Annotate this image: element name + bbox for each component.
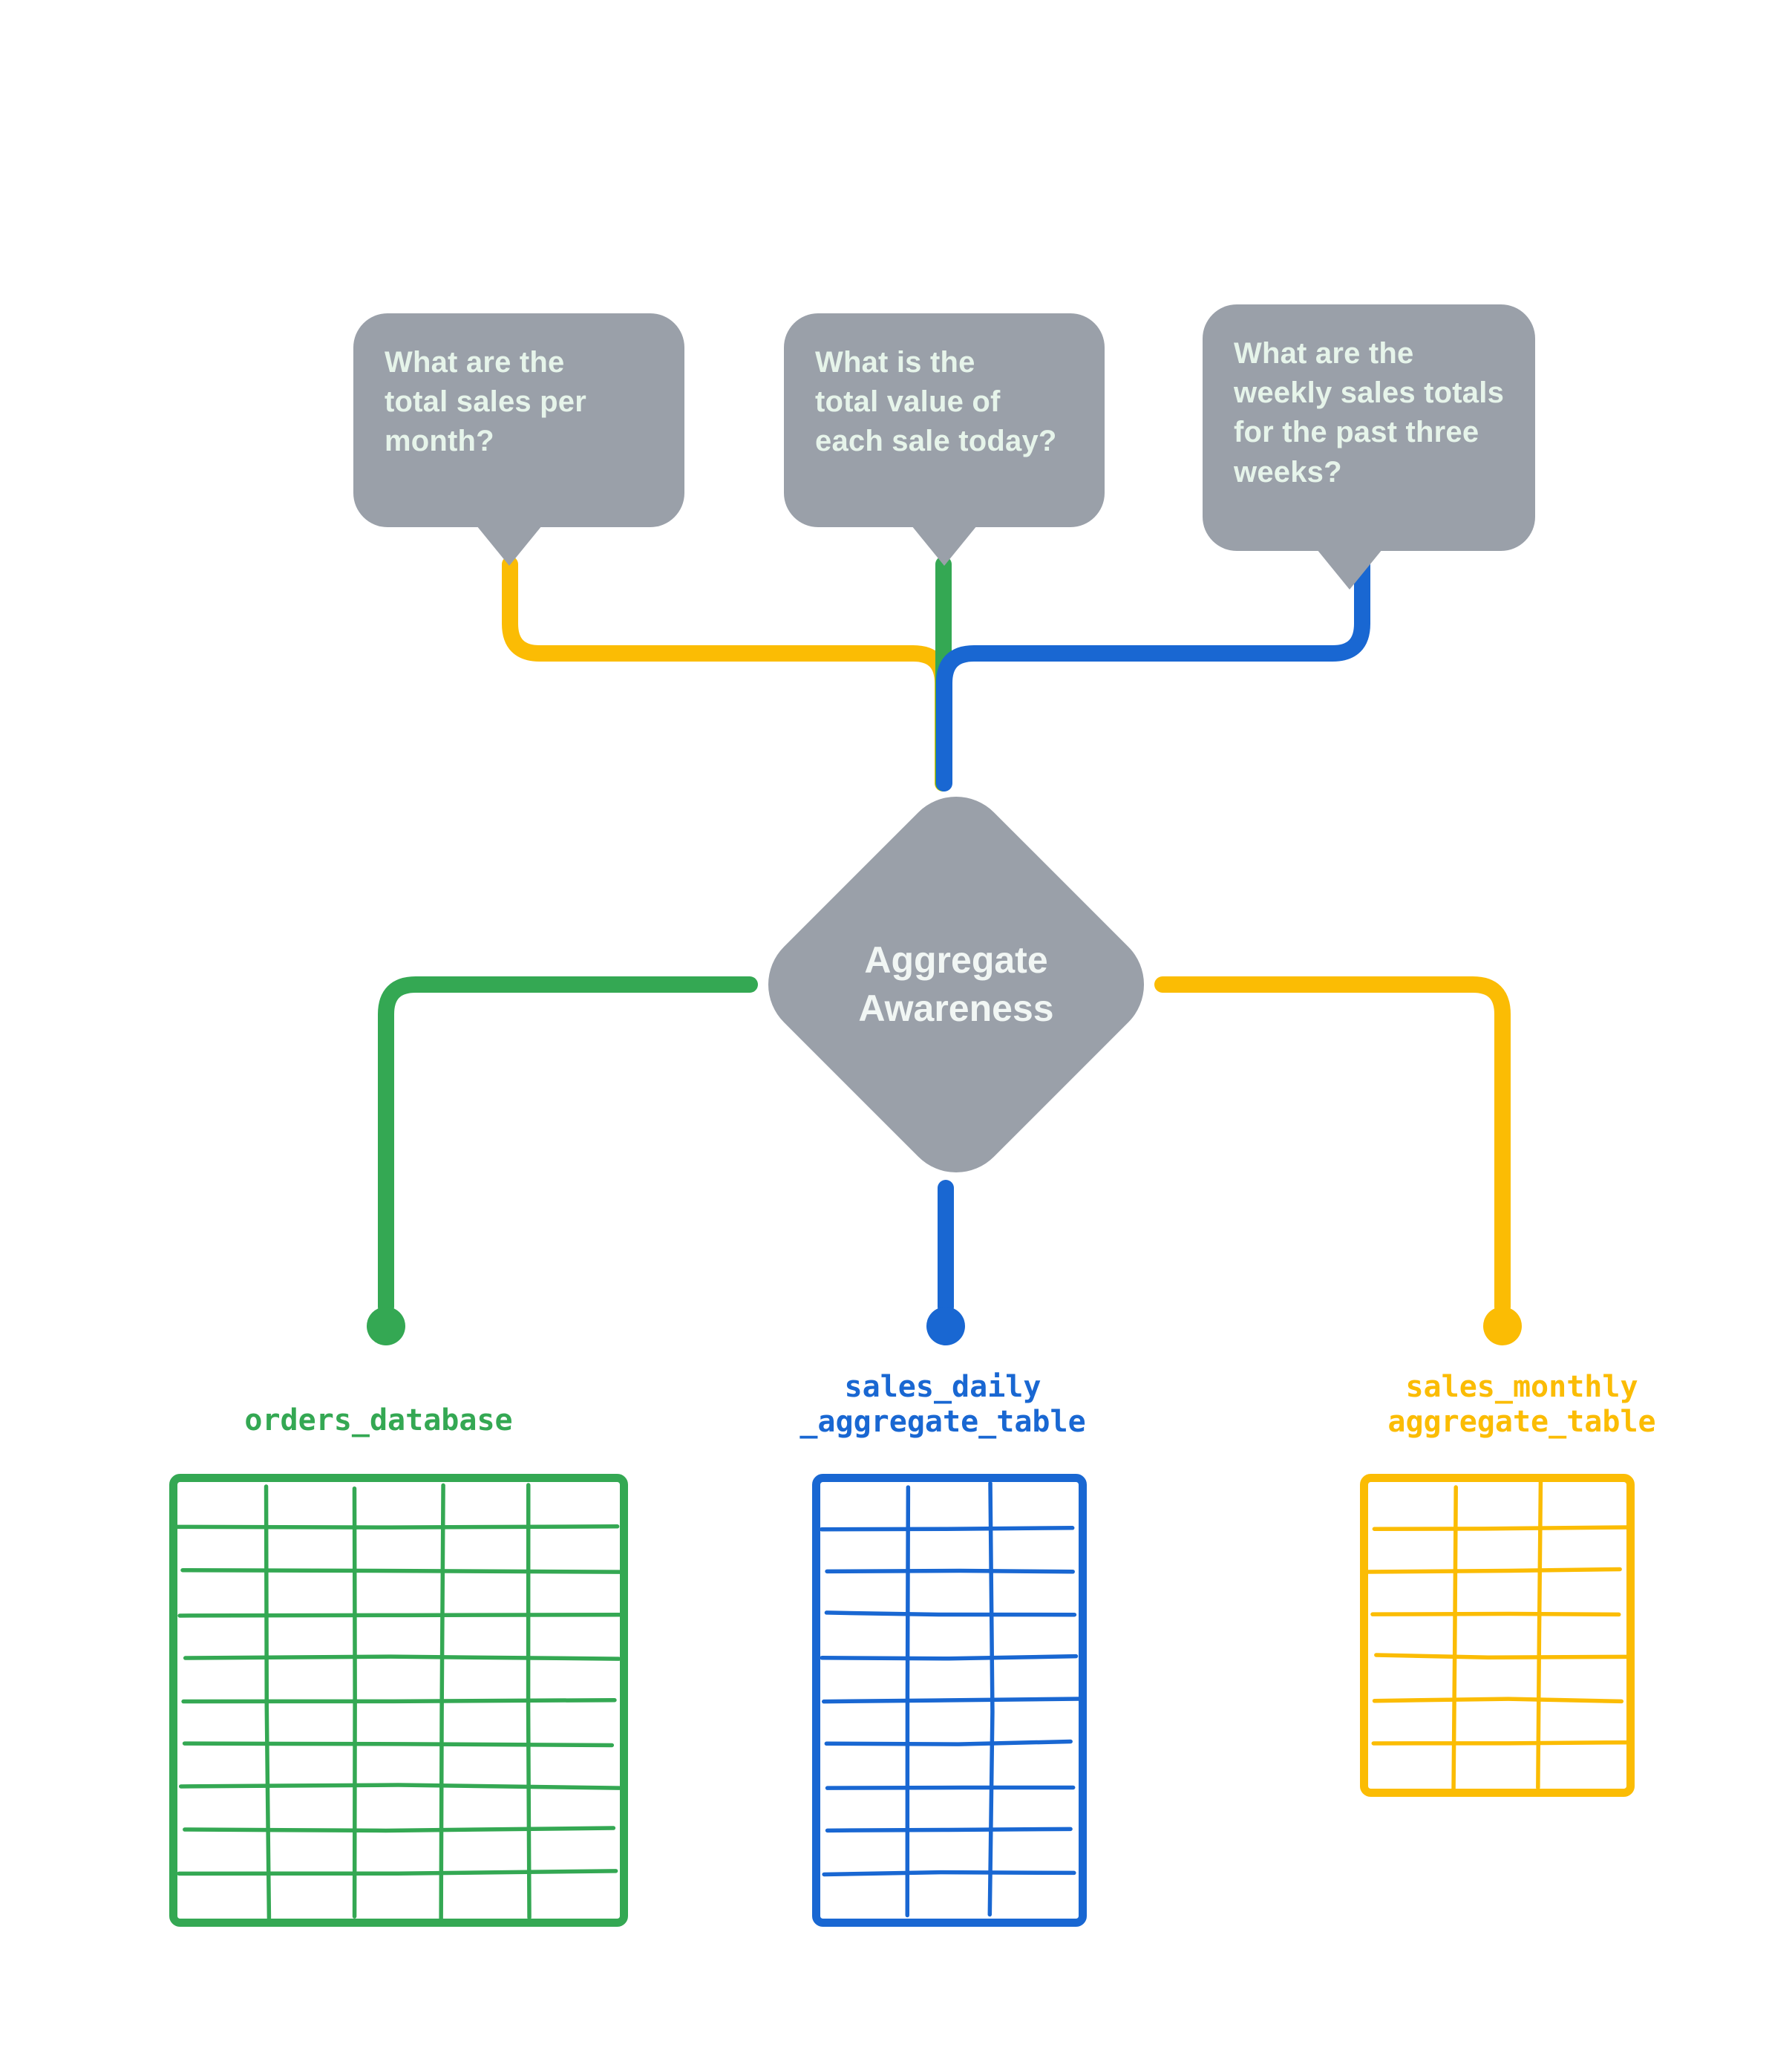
table-row-divider xyxy=(824,1610,1077,1617)
aggregate-awareness-node[interactable]: Aggregate Awareness xyxy=(744,772,1168,1197)
table-outer-border xyxy=(169,1474,628,1927)
wire-monthly-question xyxy=(502,556,951,792)
endpoint-dot-sales-monthly-table xyxy=(1483,1307,1522,1345)
table-row-divider xyxy=(183,1826,616,1833)
table-row-divider xyxy=(1372,1697,1624,1704)
bubble-tail-icon xyxy=(477,526,542,566)
bubble-tail-icon xyxy=(1317,549,1382,590)
table-grid-sales-monthly-aggregate-table[interactable] xyxy=(1360,1474,1635,1797)
endpoint-dot-sales-daily-table xyxy=(926,1307,965,1345)
table-row-divider xyxy=(1374,1653,1629,1660)
table-row-divider xyxy=(825,1785,1076,1790)
table-row-divider xyxy=(1364,1567,1622,1574)
question-bubble-weekly-text: What are the weekly sales totals for the… xyxy=(1234,337,1505,489)
bubble-tail-icon xyxy=(912,526,977,566)
table-row-divider xyxy=(1370,1611,1621,1617)
table-caption-sales-daily-aggregate-table: sales_daily _aggregate_table xyxy=(799,1370,1086,1440)
table-column-divider xyxy=(1451,1485,1458,1792)
table-outer-border xyxy=(812,1474,1087,1927)
table-row-divider xyxy=(183,1654,621,1661)
table-outer-border xyxy=(1360,1474,1635,1797)
table-row-divider xyxy=(182,1741,615,1748)
question-bubble-daily[interactable]: What is the total value of each sale tod… xyxy=(784,313,1105,566)
table-column-divider xyxy=(264,1484,272,1920)
diamond-shape xyxy=(746,774,1166,1195)
table-row-divider xyxy=(822,1870,1076,1877)
table-row-divider xyxy=(178,1783,622,1790)
table-column-divider xyxy=(439,1483,445,1922)
table-caption-sales-monthly-aggregate-table: sales_monthly aggregate_table xyxy=(1387,1370,1656,1440)
endpoint-dot-orders-database xyxy=(367,1307,405,1345)
table-grid-sales-daily-aggregate-table[interactable] xyxy=(812,1474,1087,1927)
table-row-divider xyxy=(819,1526,1075,1532)
table-row-divider xyxy=(181,1697,617,1704)
table-row-divider xyxy=(1372,1525,1629,1531)
table-row-divider xyxy=(820,1654,1079,1661)
wire-weekly-question xyxy=(936,556,1370,792)
table-row-divider xyxy=(824,1739,1073,1746)
question-bubble-daily-text: What is the total value of each sale tod… xyxy=(815,346,1057,458)
question-bubble-monthly-text: What are the total sales per month? xyxy=(385,346,587,458)
table-grid-orders-database[interactable] xyxy=(169,1474,628,1927)
table-row-divider xyxy=(825,1568,1075,1574)
table-row-divider xyxy=(177,1613,624,1618)
question-bubble-weekly[interactable]: What are the weekly sales totals for the… xyxy=(1203,304,1535,590)
wire-to-orders-database xyxy=(378,976,758,1315)
table-column-divider xyxy=(987,1481,995,1917)
table-column-divider xyxy=(1536,1480,1543,1790)
table-row-divider xyxy=(177,1869,618,1876)
table-row-divider xyxy=(825,1827,1073,1833)
table-row-divider xyxy=(180,1567,624,1574)
wire-to-sales-monthly-table xyxy=(1154,976,1511,1315)
table-column-divider xyxy=(352,1486,357,1919)
table-column-divider xyxy=(905,1485,911,1918)
question-bubble-monthly[interactable]: What are the total sales per month? xyxy=(353,313,684,566)
table-row-divider xyxy=(821,1697,1082,1704)
table-caption-orders-database: orders_database xyxy=(244,1403,513,1437)
